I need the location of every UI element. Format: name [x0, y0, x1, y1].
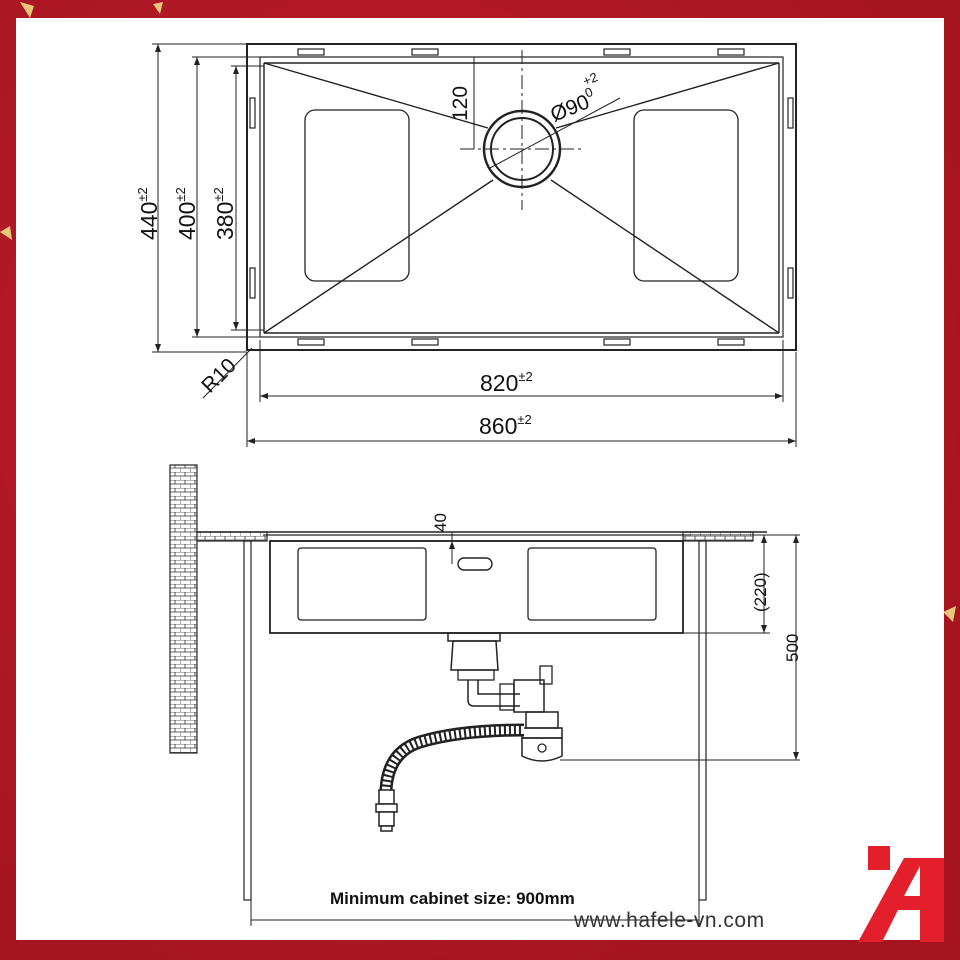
dimension-lines-top: [152, 43, 797, 447]
dim-820: 820±2: [480, 369, 533, 396]
dim-40: 40: [431, 513, 450, 532]
dim-380: 380±2: [211, 187, 238, 240]
dimension-lines-side: [250, 534, 800, 926]
dimension-arrows-side: [449, 535, 799, 760]
dim-120: 120: [449, 86, 472, 121]
dim-440: 440±2: [135, 187, 162, 240]
dim-400: 400±2: [173, 187, 200, 240]
cabinet-size-caption: Minimum cabinet size: 900mm: [330, 889, 575, 908]
website-url: www.hafele-vn.com: [574, 909, 765, 932]
dim-drain-diameter: Ø900: [546, 84, 600, 127]
dim-860: 860±2: [479, 412, 532, 439]
dim-500: 500: [783, 634, 802, 662]
dim-drain-tolerance: +2: [581, 69, 600, 88]
confetti-decoration: [0, 2, 956, 622]
dim-220: (220): [751, 572, 770, 612]
hafele-logo: [858, 846, 944, 942]
dimension-arrows-top: [155, 44, 796, 444]
sink-side-view: [169, 464, 767, 901]
sink-top-view: [246, 43, 797, 351]
dim-radius: R10: [197, 354, 241, 398]
